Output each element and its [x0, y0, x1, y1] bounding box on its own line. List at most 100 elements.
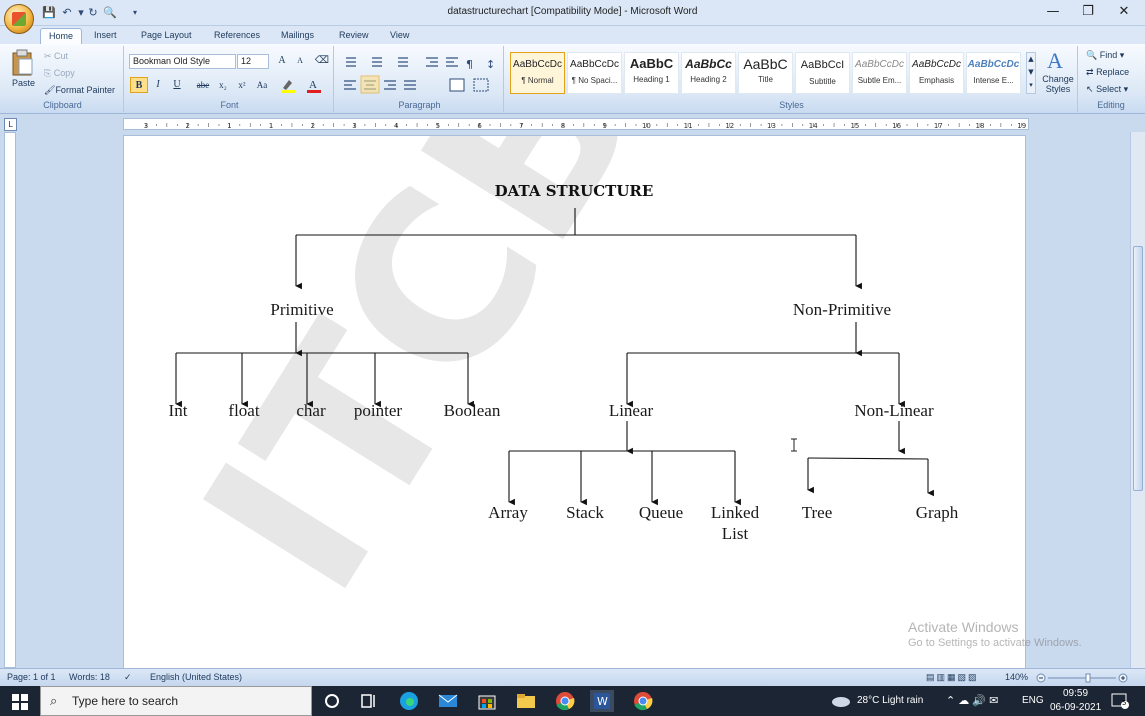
- tray-icons[interactable]: ⌃ ☁ 🔊 ✉: [946, 695, 999, 707]
- editing-label: Editing: [1097, 100, 1125, 110]
- tab-selector[interactable]: L: [4, 118, 17, 131]
- change-styles-button[interactable]: Change Styles: [1042, 74, 1074, 94]
- cortana-icon[interactable]: [320, 690, 344, 712]
- page-count[interactable]: Page: 1 of 1: [7, 672, 56, 682]
- office-button[interactable]: [4, 4, 34, 34]
- grow-font-button[interactable]: A: [278, 55, 286, 66]
- close-button[interactable]: ✕: [1118, 4, 1130, 19]
- maximize-button[interactable]: ❐: [1082, 4, 1094, 19]
- chrome-app-icon[interactable]: [553, 690, 577, 712]
- scrollbar-thumb[interactable]: [1133, 246, 1143, 491]
- tab-references[interactable]: References: [214, 30, 261, 40]
- windows-start-icon[interactable]: [12, 694, 28, 710]
- title-bar: 💾 ↶ ▾ ↻ 🔍 ▾ datastructurechart [Compatib…: [0, 0, 1145, 26]
- find-label: Find: [1099, 50, 1118, 60]
- tab-view[interactable]: View: [390, 30, 410, 40]
- document-page[interactable]: ITCBB DATA STRUCTURE: [123, 135, 1026, 668]
- change-styles-icon[interactable]: A: [1044, 48, 1070, 73]
- vertical-scrollbar[interactable]: [1130, 132, 1145, 668]
- edge-icon[interactable]: [397, 690, 421, 712]
- view-buttons[interactable]: ▤▥▦▧▨: [926, 672, 979, 682]
- paste-button[interactable]: Paste: [12, 78, 36, 88]
- find-button[interactable]: 🔍 Find ▾: [1086, 50, 1125, 60]
- undo-icon[interactable]: ↶: [62, 6, 72, 19]
- tab-review[interactable]: Review: [339, 30, 369, 40]
- style-normal[interactable]: AaBbCcDc¶ Normal: [510, 52, 565, 94]
- notification-icon[interactable]: 5: [1111, 693, 1129, 709]
- node-linked: Linked: [711, 503, 760, 522]
- clock-date[interactable]: 06-09-2021: [1050, 702, 1102, 713]
- copy-button[interactable]: ⎘ Copy: [44, 68, 75, 79]
- zoom-slider[interactable]: [1036, 673, 1128, 683]
- bold-button[interactable]: B: [130, 77, 148, 93]
- format-painter-button[interactable]: 🖌Format Painter: [44, 85, 115, 96]
- select-button[interactable]: ↖ Select ▾: [1086, 84, 1129, 94]
- document-area: ITCBB DATA STRUCTURE: [17, 132, 1130, 668]
- paragraph-buttons-icon[interactable]: ¶ ↕: [340, 54, 500, 96]
- strikethrough-button[interactable]: abe: [196, 80, 210, 90]
- style-name: Heading 2: [690, 75, 727, 84]
- node-tree: Tree: [802, 503, 833, 522]
- tab-home[interactable]: Home: [40, 28, 83, 44]
- font-color-icon[interactable]: A: [306, 77, 322, 93]
- svg-text:¶: ¶: [466, 58, 473, 71]
- tab-mailings[interactable]: Mailings: [281, 30, 315, 40]
- save-icon[interactable]: 💾: [42, 6, 56, 19]
- style-name: Title: [758, 75, 773, 84]
- minimize-button[interactable]: —: [1046, 4, 1060, 19]
- replace-button[interactable]: ⇄ Replace: [1086, 67, 1129, 78]
- file-explorer-icon[interactable]: [514, 690, 538, 712]
- superscript-button[interactable]: x²: [238, 80, 246, 90]
- clear-format-button[interactable]: ⌫: [314, 55, 330, 66]
- redo-icon[interactable]: ↻: [88, 6, 98, 19]
- change-case-button[interactable]: Aa: [256, 80, 268, 90]
- undo-dropdown-icon[interactable]: ▾: [78, 6, 84, 19]
- tab-insert[interactable]: Insert: [94, 30, 117, 40]
- style-name: Subtitle: [809, 77, 836, 86]
- language-tray[interactable]: ENG: [1022, 695, 1044, 706]
- styles-label: Styles: [779, 100, 804, 110]
- subscript-button[interactable]: x₂: [219, 80, 227, 90]
- weather-text[interactable]: 28°C Light rain: [857, 695, 924, 706]
- font-group: Bookman Old Style 12 A A ⌫ B I U abe x₂ …: [126, 46, 334, 112]
- paste-icon[interactable]: [10, 49, 34, 77]
- language-indicator[interactable]: English (United States): [150, 672, 243, 682]
- word-app-icon[interactable]: W: [590, 690, 614, 712]
- cut-label: Cut: [54, 51, 69, 61]
- underline-button[interactable]: U: [173, 79, 181, 90]
- styles-scroll[interactable]: ▲▼▾: [1026, 52, 1036, 94]
- chrome-icon[interactable]: [631, 690, 655, 712]
- italic-button[interactable]: I: [156, 79, 160, 90]
- watermark-text: ITCBB: [154, 136, 784, 635]
- shrink-font-button[interactable]: A: [297, 56, 303, 65]
- store-icon[interactable]: [475, 690, 499, 712]
- font-size-select[interactable]: 12: [237, 54, 269, 69]
- activate-windows-notice: Activate Windows Go to Settings to activ…: [908, 619, 1082, 649]
- zoom-level[interactable]: 140%: [1005, 672, 1029, 682]
- print-preview-icon[interactable]: 🔍: [103, 6, 117, 19]
- customize-qat-icon[interactable]: ▾: [132, 8, 137, 17]
- task-view-icon[interactable]: [357, 690, 381, 712]
- mail-icon[interactable]: [436, 690, 460, 712]
- vertical-ruler[interactable]: [4, 132, 16, 668]
- style-no-spacing[interactable]: AaBbCcDc¶ No Spaci...: [567, 52, 622, 94]
- node-list: List: [722, 524, 749, 543]
- proofing-icon[interactable]: ✓: [124, 672, 132, 682]
- style-sample: AaBbCcDc: [513, 59, 562, 70]
- word-count[interactable]: Words: 18: [69, 672, 110, 682]
- tab-page-layout[interactable]: Page Layout: [141, 30, 192, 40]
- font-family-select[interactable]: Bookman Old Style: [129, 54, 236, 69]
- cut-button[interactable]: ✂ Cut: [44, 51, 68, 62]
- highlight-icon[interactable]: [280, 77, 296, 93]
- taskbar-search[interactable]: ⌕ Type here to search: [40, 686, 312, 716]
- clock-time[interactable]: 09:59: [1063, 688, 1089, 699]
- watermark: ITCBB: [154, 136, 784, 635]
